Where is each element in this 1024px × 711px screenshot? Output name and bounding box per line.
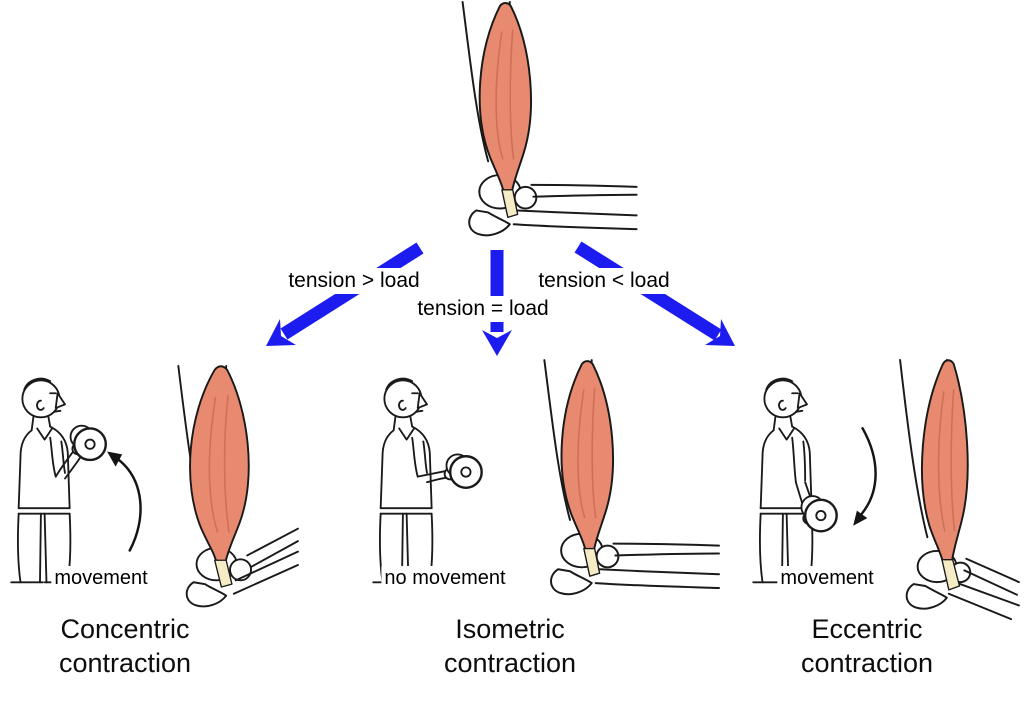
movement-label-middle: no movement (381, 566, 509, 590)
concentric-arm-illustration (177, 365, 299, 608)
movement-down-arrow-icon (853, 427, 877, 526)
dumbbell-icon (69, 424, 107, 462)
top-arm-biceps-illustration (461, 1, 638, 237)
biceps-muscle-elongated (921, 359, 969, 564)
branch-label-tension-greater-load: tension > load (283, 268, 425, 294)
title-isometric-contraction: Isometric contraction (443, 614, 577, 678)
biceps-muscle-bulged (189, 365, 250, 565)
bones (461, 1, 638, 237)
dumbbell-icon (800, 495, 838, 533)
dumbbell-icon (445, 453, 483, 489)
movement-label-right: movement (777, 566, 877, 590)
isometric-arm-illustration (543, 359, 720, 596)
branch-label-tension-equal-load: tension = load (412, 296, 554, 322)
biceps-muscle (560, 360, 614, 553)
arrow-right-head (705, 319, 735, 346)
arrow-left-head (266, 319, 296, 346)
movement-label-left: movement (51, 566, 151, 590)
title-concentric-contraction: Concentric contraction (58, 614, 192, 678)
movement-up-arrow-icon (107, 451, 142, 552)
biceps-tendon (501, 189, 519, 219)
branch-label-tension-less-load: tension < load (533, 268, 675, 294)
title-eccentric-contraction: Eccentric contraction (800, 614, 934, 678)
biceps-muscle (478, 2, 532, 194)
eccentric-arm-illustration (899, 359, 1020, 621)
man-holding-dumbbell (372, 377, 483, 584)
man-lowering-dumbbell (752, 377, 838, 584)
man-curling-dumbbell (10, 377, 107, 584)
arrow-middle-head (482, 330, 512, 356)
